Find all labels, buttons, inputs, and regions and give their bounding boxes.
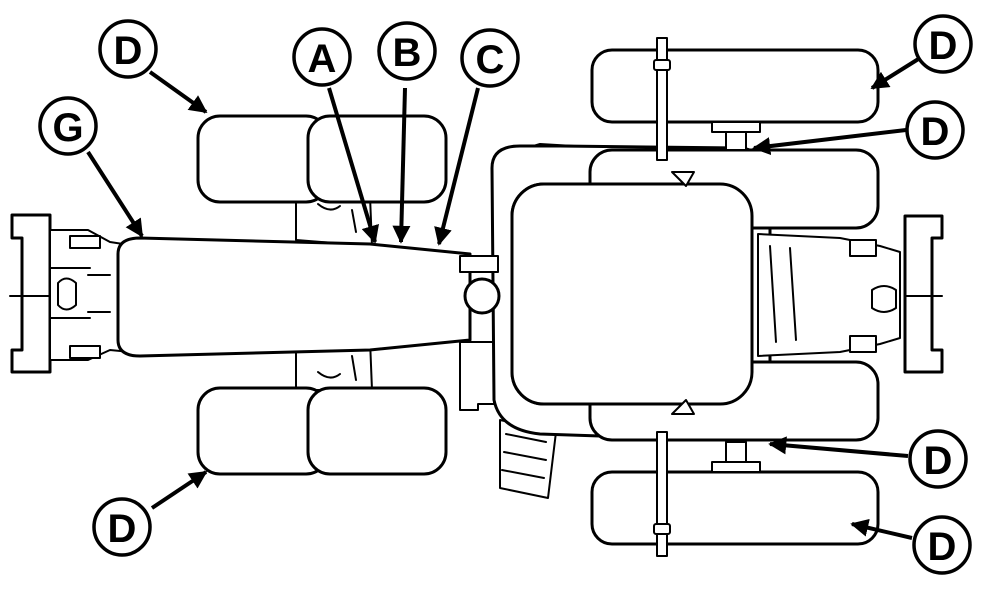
axle-rod-top — [656, 37, 668, 161]
front-wheel-bottom-outer — [590, 470, 880, 546]
axle-rod-bottom — [656, 431, 668, 557]
rear-hitch — [9, 213, 131, 374]
left-step — [459, 341, 495, 411]
arrow-d-front-top-outer — [870, 56, 922, 90]
arrow-g — [86, 150, 144, 238]
callout-g: G — [38, 96, 98, 156]
callout-d-front-bottom-outer: D — [912, 515, 972, 575]
tractor-illustration — [9, 37, 944, 557]
callout-d-rear-bottom: D — [92, 497, 152, 557]
arrow-d-front-bottom-inner — [768, 436, 909, 458]
front-wheel-top-outer — [590, 48, 880, 124]
callout-d-front-top-inner-letter: D — [921, 110, 950, 154]
rear-wheel-top — [196, 114, 448, 204]
arrow-d-rear-bottom — [150, 470, 208, 510]
callout-labels: A B C G D D D D — [38, 14, 973, 575]
arrow-a — [327, 87, 379, 244]
front-hitch — [849, 214, 944, 374]
callout-c: C — [460, 28, 520, 88]
callout-b-letter: B — [393, 31, 422, 75]
callout-g-letter: G — [52, 106, 83, 150]
callout-d-rear-bottom-letter: D — [108, 507, 137, 551]
arrow-d-rear-top — [148, 70, 208, 114]
callout-d-front-bottom-outer-letter: D — [928, 525, 957, 569]
callout-d-rear-top: D — [98, 19, 158, 79]
callout-d-front-top-inner: D — [905, 100, 965, 160]
rear-wheel-bottom — [196, 386, 448, 476]
callout-c-letter: C — [476, 38, 505, 82]
callout-d-front-top-outer: D — [913, 14, 973, 74]
arrow-b — [392, 87, 411, 244]
arrow-c — [434, 87, 480, 246]
arrow-d-front-bottom-outer — [850, 518, 913, 540]
callout-a: A — [292, 27, 352, 87]
callout-arrows — [86, 56, 922, 540]
callout-d-front-bottom-inner-letter: D — [924, 439, 953, 483]
callout-a-letter: A — [308, 37, 337, 81]
steering-pivot — [463, 277, 501, 315]
callout-d-front-bottom-inner: D — [908, 429, 968, 489]
callout-b: B — [377, 21, 437, 81]
transmission-housing — [116, 236, 472, 358]
arrow-d-front-top-inner — [752, 128, 907, 156]
callout-d-rear-top-letter: D — [114, 29, 143, 73]
callout-d-front-top-outer-letter: D — [929, 24, 958, 68]
